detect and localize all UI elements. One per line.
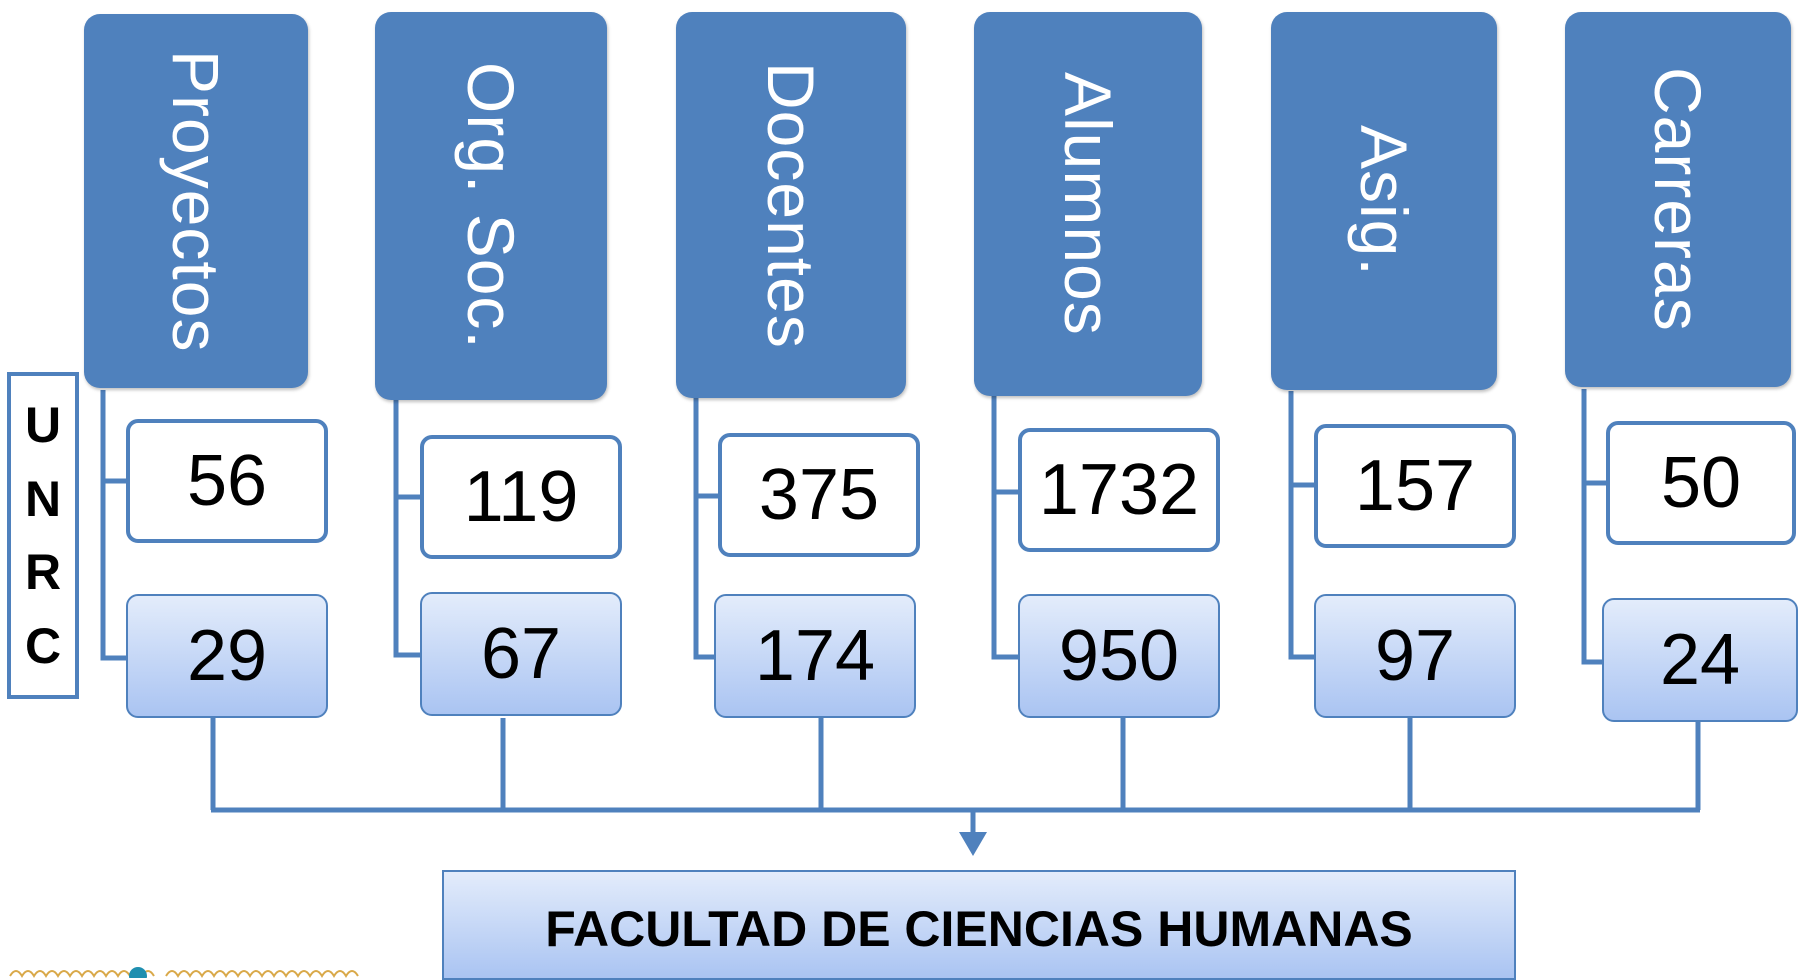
side-letter: C [24, 618, 62, 675]
top-value-asig: 157 [1314, 424, 1516, 548]
header-asig: Asig. [1271, 12, 1497, 390]
top-value-alumnos: 1732 [1018, 428, 1220, 552]
header-carreras: Carreras [1565, 12, 1791, 387]
unrc-side-label: U N R C [7, 372, 79, 699]
faculty-box: FACULTAD DE CIENCIAS HUMANAS [442, 870, 1516, 980]
header-org-soc: Org. Soc. [375, 12, 607, 400]
header-label: Proyectos [159, 49, 233, 353]
header-label: Docentes [754, 61, 828, 349]
top-value-proyectos: 56 [126, 419, 328, 543]
bottom-value-alumnos: 950 [1018, 594, 1220, 718]
side-letter: R [24, 544, 62, 601]
side-letter: U [24, 396, 62, 453]
header-proyectos: Proyectos [84, 14, 308, 388]
header-docentes: Docentes [676, 12, 906, 398]
header-label: Alumnos [1051, 72, 1125, 336]
bottom-value-carreras: 24 [1602, 598, 1798, 722]
top-value-carreras: 50 [1606, 421, 1796, 545]
header-label: Carreras [1641, 67, 1715, 332]
header-label: Asig. [1347, 125, 1421, 277]
bottom-value-docentes: 174 [714, 594, 916, 718]
bottom-value-org-soc: 67 [420, 592, 622, 716]
faculty-label: FACULTAD DE CIENCIAS HUMANAS [545, 901, 1413, 957]
side-letter: N [24, 470, 62, 527]
bottom-value-asig: 97 [1314, 594, 1516, 718]
header-alumnos: Alumnos [974, 12, 1202, 396]
top-value-docentes: 375 [718, 433, 920, 557]
header-label: Org. Soc. [454, 62, 528, 350]
top-value-org-soc: 119 [420, 435, 622, 559]
bottom-value-proyectos: 29 [126, 594, 328, 718]
